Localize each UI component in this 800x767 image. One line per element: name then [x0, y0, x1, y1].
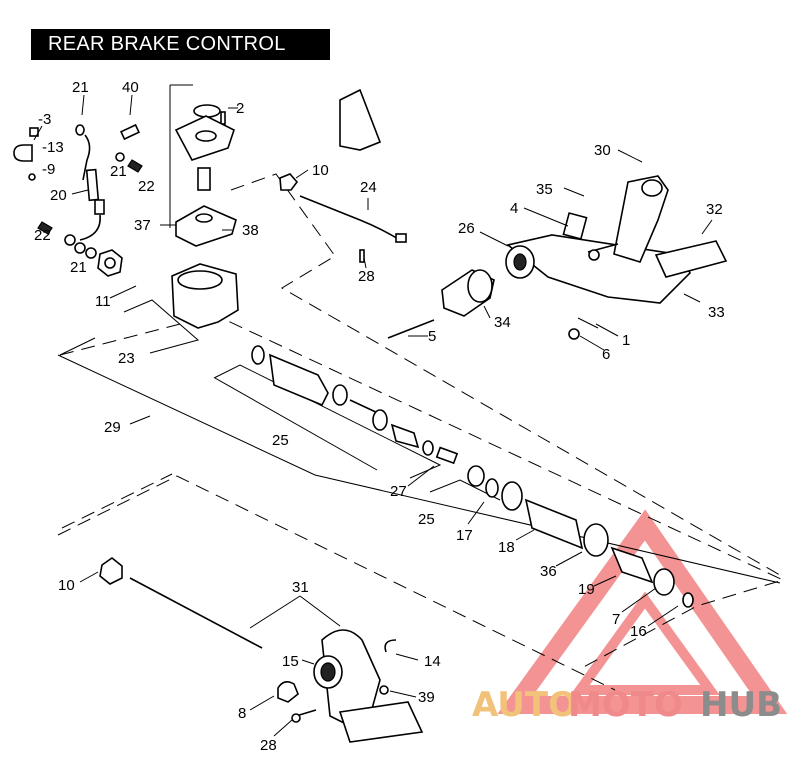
callout-35: 35: [536, 181, 553, 198]
callout-40: 40: [122, 79, 139, 96]
watermark-triangle: [497, 509, 788, 714]
callout-5: 5: [428, 328, 436, 345]
callout-28: 28: [358, 268, 375, 285]
callout-36: 36: [540, 563, 557, 580]
pedal-pad-icon: [654, 240, 728, 278]
reservoir-group: [171, 104, 239, 329]
washer-icon: [28, 173, 36, 181]
watermark-auto: AUTO: [472, 685, 577, 725]
spacer-icon: [562, 212, 588, 240]
callout-21c: 21: [70, 259, 87, 276]
callout-25: 25: [272, 432, 289, 449]
callout-13: -13: [42, 139, 64, 156]
callout-28b: 28: [260, 737, 277, 754]
gasket-icon: [193, 104, 221, 118]
retaining-ring-icon: [277, 680, 299, 703]
callout-22b: 22: [34, 227, 51, 244]
lower-pedal-pad-icon: [338, 701, 424, 743]
callout-38: 38: [242, 222, 259, 239]
callout-23: 23: [118, 350, 135, 367]
pedal-arm-icon: [613, 175, 669, 263]
callout-29: 29: [104, 419, 121, 436]
brake-line-assembly: [13, 123, 143, 277]
banjo-icon: [75, 124, 85, 136]
callout-6: 6: [602, 346, 610, 363]
callout-11: 11: [95, 293, 111, 310]
boot-icon: [610, 546, 654, 584]
callout-19: 19: [578, 581, 595, 598]
pedal-linkage: [279, 88, 728, 340]
switch-icon: [119, 123, 141, 141]
callout-34: 34: [494, 314, 511, 331]
callout-22: 22: [138, 178, 155, 195]
callout-21b: 21: [110, 163, 127, 180]
watermark-moto: MOTO: [568, 685, 683, 725]
reservoir-icon: [175, 205, 237, 247]
callout-24: 24: [360, 179, 377, 196]
callout-labels: -3 -13 -9 21 40 2 10 24 30 35 4 32 26 20…: [34, 79, 725, 754]
callout-15: 15: [282, 653, 299, 670]
callout-16: 16: [630, 623, 647, 640]
watermark-logo: AUTO MOTO HUB: [472, 685, 782, 725]
callout-18: 18: [498, 539, 515, 556]
callout-3: -3: [38, 111, 51, 128]
lower-linkage: [99, 557, 424, 743]
callout-8: 8: [238, 705, 246, 722]
piston-icon: [269, 353, 329, 407]
nut-10b-icon: [99, 557, 123, 585]
callout-4: 4: [510, 200, 518, 217]
assembly-lines: [57, 84, 786, 691]
callout-10: 10: [312, 162, 329, 179]
callout-17: 17: [456, 527, 473, 544]
callout-26: 26: [458, 220, 475, 237]
callout-9: -9: [42, 161, 55, 178]
brake-hose-icon: [85, 168, 100, 202]
callout-20: 20: [50, 187, 67, 204]
callout-27: 27: [390, 483, 407, 500]
callout-33: 33: [708, 304, 725, 321]
piston-parts: [251, 345, 694, 608]
watermark-hub: HUB: [700, 685, 782, 725]
callout-21: 21: [72, 79, 89, 96]
callout-32: 32: [706, 201, 723, 218]
callout-7: 7: [612, 611, 620, 628]
leader-lines: [33, 94, 713, 737]
callout-2: 2: [236, 100, 244, 117]
frame-bracket-icon: [339, 88, 382, 151]
nut-10-icon: [279, 173, 299, 191]
spring-icon: [524, 498, 584, 550]
callout-30: 30: [594, 142, 611, 159]
callout-1: 1: [622, 332, 630, 349]
diagram-title: REAR BRAKE CONTROL: [31, 29, 330, 60]
callout-14: 14: [424, 653, 441, 670]
callout-25b: 25: [418, 511, 435, 528]
callout-37: 37: [134, 217, 151, 234]
callout-31: 31: [292, 579, 309, 596]
float-icon: [197, 167, 211, 191]
callout-39: 39: [418, 689, 435, 706]
clamp-icon: [13, 144, 33, 162]
callout-10b: 10: [58, 577, 75, 594]
